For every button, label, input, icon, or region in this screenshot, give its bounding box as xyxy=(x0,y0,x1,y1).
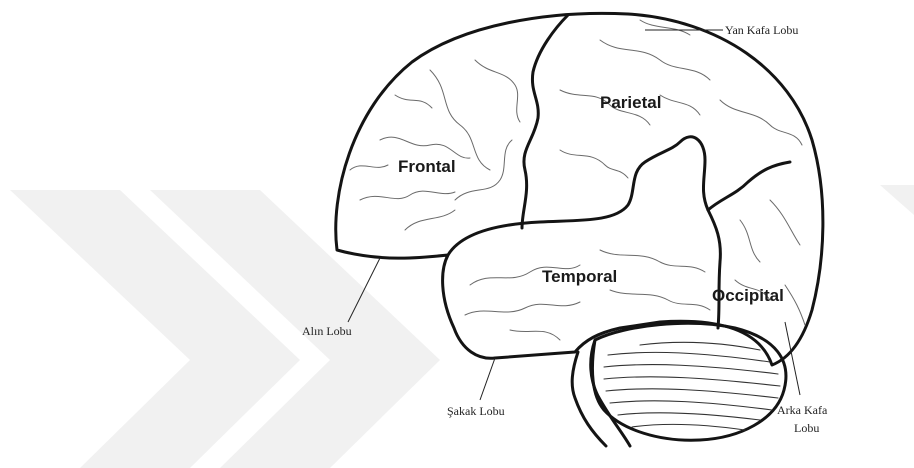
alin-lobu-label: Alın Lobu xyxy=(302,324,352,338)
temporal-label: Temporal xyxy=(542,267,617,286)
brain-outline xyxy=(336,13,823,365)
brain-stem xyxy=(572,340,630,446)
cerebellum-folia xyxy=(604,342,780,430)
central-sulcus xyxy=(522,15,568,228)
temporal-outline xyxy=(448,137,720,328)
parietal-label: Parietal xyxy=(600,93,661,112)
parieto-occipital-border xyxy=(708,162,790,210)
watermark xyxy=(10,185,914,468)
arka-kafa-lobu-label-line2: Lobu xyxy=(794,421,819,435)
arka-kafa-lobu-label-line1: Arka Kafa xyxy=(777,403,828,417)
sakak-lobu-label: Şakak Lobu xyxy=(447,404,505,418)
occipital-label: Occipital xyxy=(712,286,784,305)
frontal-label: Frontal xyxy=(398,157,456,176)
yan-kafa-lobu-label: Yan Kafa Lobu xyxy=(725,23,798,37)
